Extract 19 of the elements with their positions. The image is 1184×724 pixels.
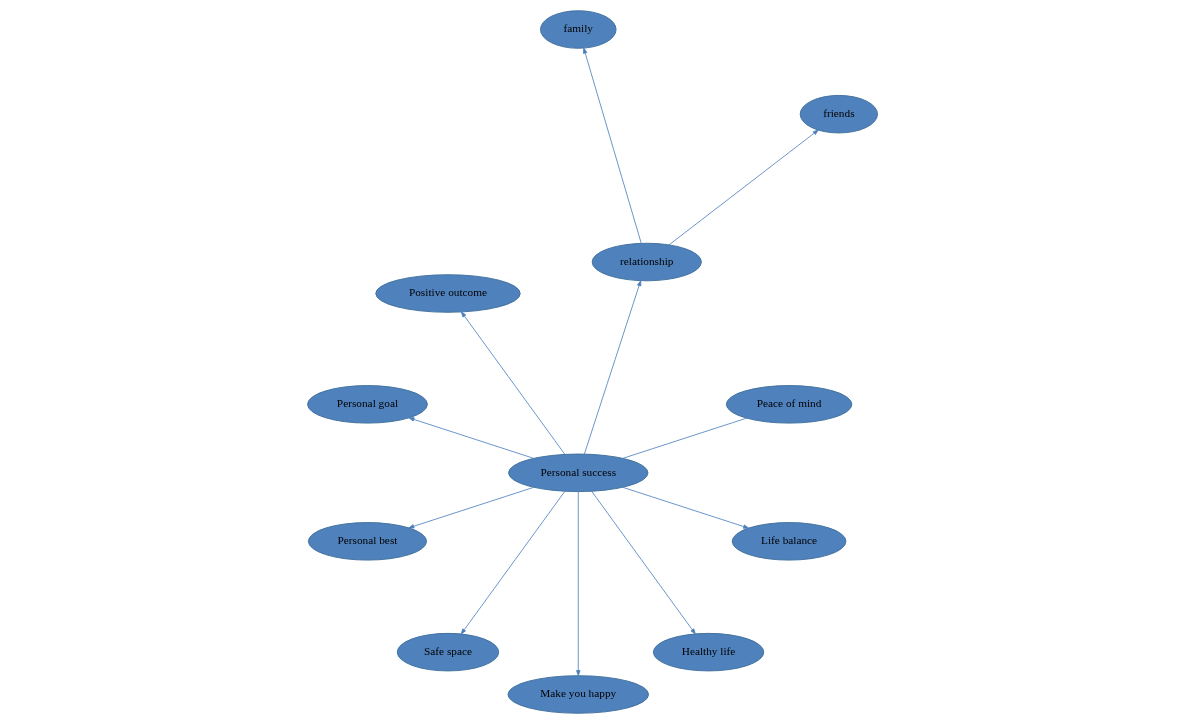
connector	[621, 417, 747, 459]
node-ellipse: Safe space	[396, 632, 499, 672]
arrow	[668, 129, 819, 246]
node-ellipse: Make you happy	[507, 675, 649, 714]
node-ellipse: family	[539, 10, 617, 49]
node-ellipse: Personal success	[507, 453, 648, 493]
arrow	[590, 490, 696, 635]
arrow	[575, 491, 580, 676]
arrow	[582, 47, 642, 244]
arrow	[460, 490, 565, 635]
node-ellipse: Peace of mind	[725, 385, 852, 424]
arrow	[621, 486, 749, 529]
node-ellipse: Positive outcome	[374, 274, 521, 313]
arrow	[460, 311, 565, 455]
node-ellipse: relationship	[591, 242, 702, 282]
arrow	[407, 486, 534, 529]
arrow	[583, 280, 641, 455]
arrow	[408, 417, 534, 459]
node-ellipse: Healthy life	[652, 632, 764, 672]
